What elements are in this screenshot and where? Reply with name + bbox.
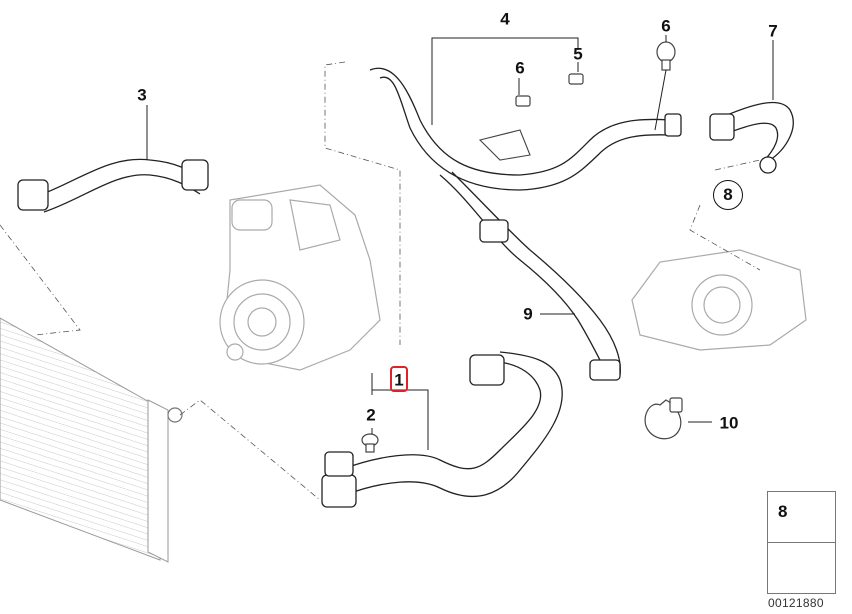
hose-4 bbox=[369, 67, 682, 191]
callout-5[interactable]: 5 bbox=[573, 44, 583, 64]
leader-lines bbox=[146, 35, 774, 450]
legend-box: 8 bbox=[767, 491, 836, 594]
callout-7[interactable]: 7 bbox=[768, 21, 778, 41]
water-pump bbox=[219, 184, 381, 371]
radiator bbox=[0, 317, 183, 563]
callout-4[interactable]: 4 bbox=[500, 9, 510, 29]
hose-3 bbox=[17, 158, 209, 213]
reference-lines bbox=[0, 61, 761, 501]
callout-1[interactable]: 1 bbox=[394, 370, 404, 390]
legend-divider bbox=[768, 542, 835, 543]
hose-1 bbox=[321, 351, 563, 508]
thermostat-housing bbox=[631, 249, 807, 351]
callout-8[interactable]: 8 bbox=[713, 180, 743, 210]
callout-6-right[interactable]: 6 bbox=[661, 16, 671, 36]
callout-2[interactable]: 2 bbox=[366, 405, 376, 425]
document-number: 00121880 bbox=[768, 596, 824, 610]
callout-3[interactable]: 3 bbox=[137, 85, 147, 105]
legend-part-number[interactable]: 8 bbox=[778, 502, 788, 521]
callout-9[interactable]: 9 bbox=[523, 304, 533, 324]
bracket bbox=[478, 129, 531, 161]
hose-7 bbox=[709, 101, 794, 174]
callout-10[interactable]: 10 bbox=[719, 413, 739, 433]
small-parts bbox=[361, 41, 683, 453]
hose-9 bbox=[439, 171, 621, 381]
highlight-box bbox=[390, 366, 408, 392]
callout-6-left[interactable]: 6 bbox=[515, 58, 525, 78]
